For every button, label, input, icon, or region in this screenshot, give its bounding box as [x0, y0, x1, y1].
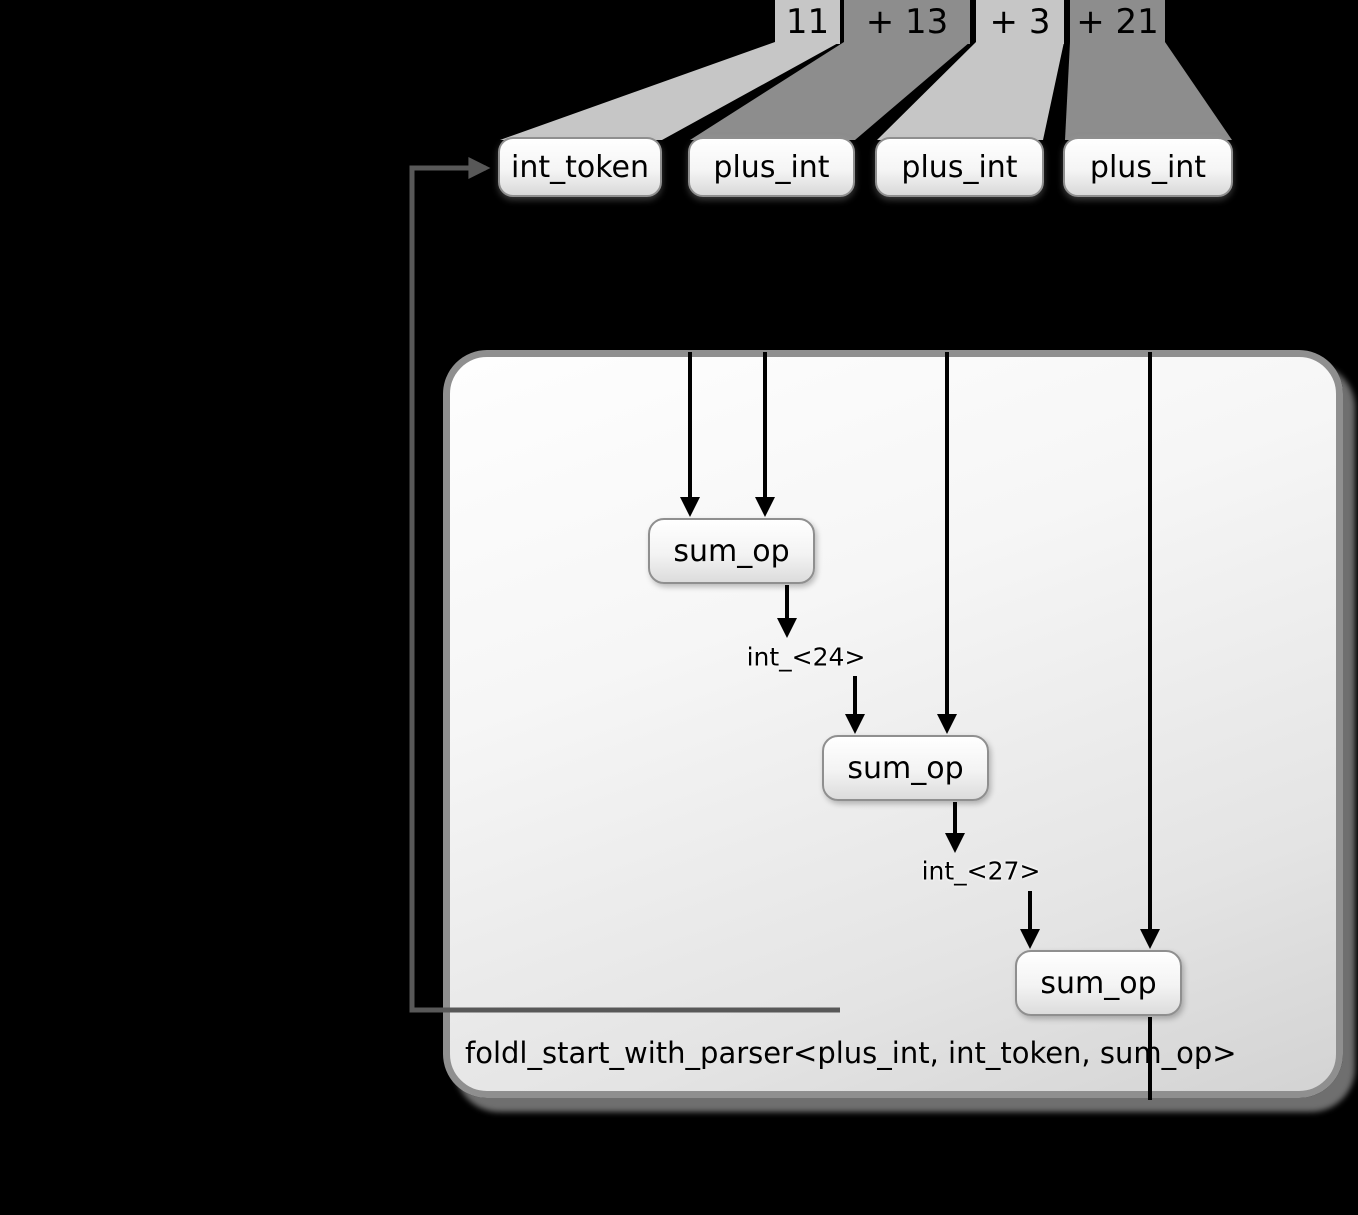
loop-arrow — [409, 157, 840, 1013]
intermediate-result-2: int_<27> — [921, 856, 1041, 886]
sum-op-box-1: sum_op — [648, 518, 815, 584]
beam-plus-int-3 — [1065, 42, 1232, 140]
parser-box-plus-int-2: plus_int — [875, 137, 1044, 197]
sum-op-box-2: sum_op — [822, 735, 989, 801]
expression-segment-4: + 21 — [1070, 0, 1165, 44]
expression-segment-1: 11 — [775, 0, 840, 44]
beam-plus-int-2 — [877, 42, 1064, 140]
expression-segment-3: + 3 — [976, 0, 1064, 44]
fold-box-label: foldl_start_with_parser<plus_int, int_to… — [465, 1036, 1237, 1070]
fold-box — [443, 350, 1343, 1098]
intermediate-result-1: int_<24> — [746, 642, 866, 672]
parser-box-plus-int-1: plus_int — [688, 137, 855, 197]
parser-box-plus-int-3: plus_int — [1063, 137, 1233, 197]
beam-int-token — [500, 42, 840, 140]
expression-segment-2: + 13 — [844, 0, 970, 44]
beam-plus-int-1 — [690, 42, 970, 140]
parser-box-int-token: int_token — [498, 137, 662, 197]
sum-op-box-3: sum_op — [1015, 950, 1182, 1016]
